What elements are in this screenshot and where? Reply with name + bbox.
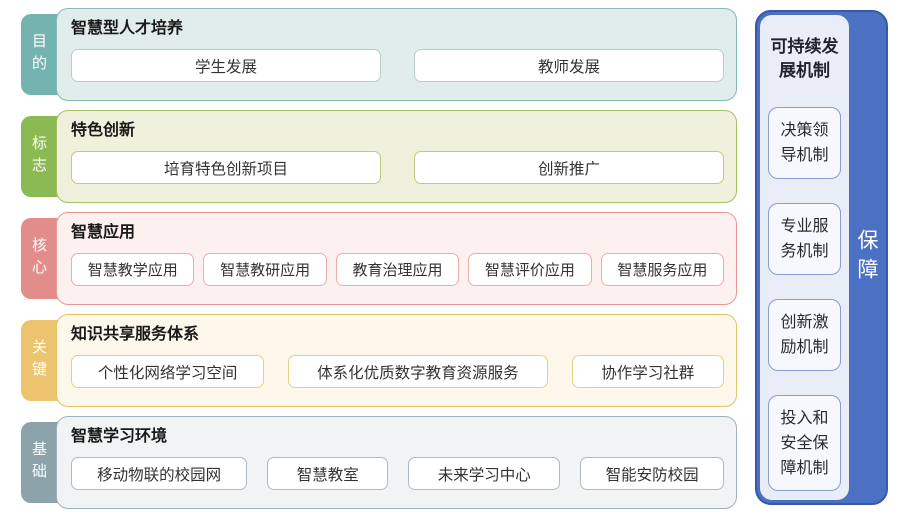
row-key-panel: 知识共享服务体系 个性化网络学习空间 体系化优质数字教育资源服务 协作学习社群 — [56, 314, 737, 407]
item-box: 教师发展 — [414, 49, 724, 82]
item-box: 学生发展 — [71, 49, 381, 82]
row-feature-panel: 特色创新 培育特色创新项目 创新推广 — [56, 110, 737, 203]
item-box: 智慧评价应用 — [468, 253, 592, 286]
item-box: 智慧服务应用 — [600, 253, 725, 286]
row-feature-title: 特色创新 — [71, 122, 136, 139]
item-box: 智能安防校园 — [580, 457, 724, 490]
row-purpose-title: 智慧型人才培养 — [71, 20, 184, 37]
row-purpose-tab-label: 目的 — [30, 32, 47, 77]
item-box: 体系化优质数字教育资源服务 — [288, 355, 548, 388]
item-box: 智慧教室 — [267, 457, 389, 490]
row-core: 核心 智慧应用 智慧教学应用 智慧教研应用 教育治理应用 智慧评价应用 智慧服务… — [21, 212, 737, 305]
row-foundation-tab-label: 基础 — [30, 440, 47, 485]
row-key-items: 个性化网络学习空间 体系化优质数字教育资源服务 协作学习社群 — [71, 355, 724, 388]
item-box: 智慧教学应用 — [71, 253, 195, 286]
row-feature-tab-label: 标志 — [30, 134, 47, 179]
row-core-title: 智慧应用 — [71, 224, 136, 241]
row-foundation-panel: 智慧学习环境 移动物联的校园网 智慧教室 未来学习中心 智能安防校园 — [56, 416, 737, 509]
row-feature-items: 培育特色创新项目 创新推广 — [71, 151, 724, 184]
row-purpose: 目的 智慧型人才培养 学生发展 教师发展 — [21, 8, 737, 101]
row-core-items: 智慧教学应用 智慧教研应用 教育治理应用 智慧评价应用 智慧服务应用 — [71, 253, 725, 286]
item-box: 协作学习社群 — [571, 355, 724, 388]
row-purpose-panel: 智慧型人才培养 学生发展 教师发展 — [56, 8, 737, 101]
mechanism-panel-title: 可持续发展机制 — [770, 37, 839, 80]
row-key-tab-label: 关键 — [30, 338, 47, 383]
sustainable-mechanism-panel: 可持续发展机制 决策领导机制 专业服务机制 创新激励机制 投入和安全保障机制 — [760, 15, 849, 500]
framework-rows: 目的 智慧型人才培养 学生发展 教师发展 标志 特色创新 培育特色创新项目 创新… — [21, 8, 737, 512]
item-box: 教育治理应用 — [335, 253, 460, 286]
row-foundation-items: 移动物联的校园网 智慧教室 未来学习中心 智能安防校园 — [71, 457, 724, 490]
row-key-title: 知识共享服务体系 — [71, 326, 200, 343]
mechanism-box: 专业服务机制 — [768, 203, 841, 275]
guarantee-strip: 保障 — [847, 12, 886, 503]
row-purpose-items: 学生发展 教师发展 — [71, 49, 724, 82]
guarantee-column: 可持续发展机制 决策领导机制 专业服务机制 创新激励机制 投入和安全保障机制 保… — [755, 10, 888, 505]
mechanism-box: 创新激励机制 — [768, 299, 841, 371]
item-box: 个性化网络学习空间 — [71, 355, 265, 388]
row-foundation: 基础 智慧学习环境 移动物联的校园网 智慧教室 未来学习中心 智能安防校园 — [21, 416, 737, 509]
mechanism-box: 投入和安全保障机制 — [768, 395, 841, 491]
item-box: 移动物联的校园网 — [71, 457, 248, 490]
row-core-tab-label: 核心 — [30, 236, 47, 281]
guarantee-strip-label: 保障 — [855, 228, 878, 287]
row-key: 关键 知识共享服务体系 个性化网络学习空间 体系化优质数字教育资源服务 协作学习… — [21, 314, 737, 407]
item-box: 创新推广 — [414, 151, 724, 184]
row-foundation-title: 智慧学习环境 — [71, 428, 168, 445]
item-box: 培育特色创新项目 — [71, 151, 381, 184]
mechanism-box: 决策领导机制 — [768, 107, 841, 179]
item-box: 智慧教研应用 — [203, 253, 327, 286]
row-core-panel: 智慧应用 智慧教学应用 智慧教研应用 教育治理应用 智慧评价应用 智慧服务应用 — [56, 212, 737, 305]
row-feature: 标志 特色创新 培育特色创新项目 创新推广 — [21, 110, 737, 203]
item-box: 未来学习中心 — [408, 457, 561, 490]
